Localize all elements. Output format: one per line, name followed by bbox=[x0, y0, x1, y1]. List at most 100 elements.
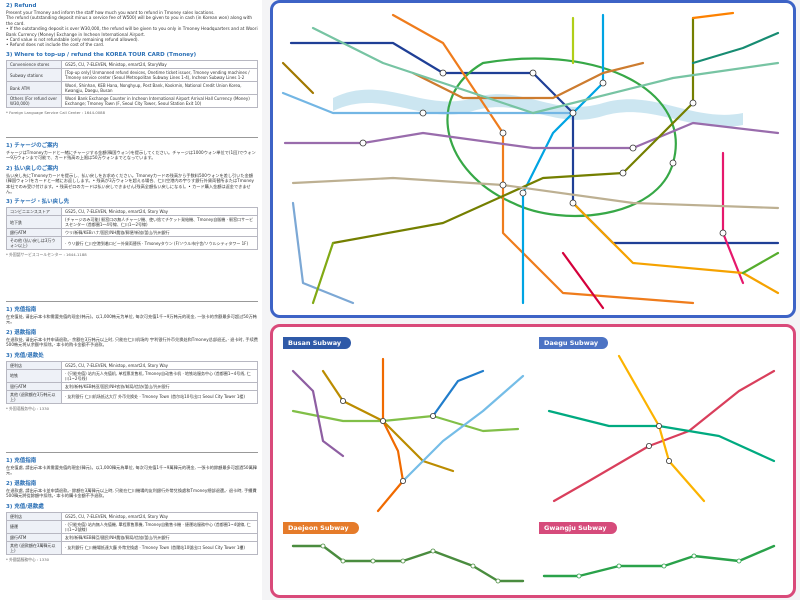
airport-railroad bbox=[281, 91, 575, 115]
transfer-station bbox=[400, 478, 407, 485]
refund-line: The refund (outstanding deposit minus a … bbox=[6, 15, 253, 26]
seoul-subway-map bbox=[281, 11, 780, 310]
info-column: 2) Refund Present your Tmoney and inform… bbox=[0, 0, 262, 600]
incheon-line-1 bbox=[291, 201, 355, 305]
seohae-line bbox=[311, 241, 335, 305]
transfer-station bbox=[429, 413, 436, 420]
line-5 bbox=[283, 121, 780, 150]
table-row: その他 (払い戻しは3万ウォン以上)· ウリ銀行 仁川空港到着ロビー外貨両替所 … bbox=[6, 236, 258, 251]
table-row: Subway stations[Top-up only] Unmanned re… bbox=[6, 68, 258, 82]
line-2 bbox=[446, 57, 677, 218]
daejeon-line-1 bbox=[291, 544, 525, 583]
zh2-heading-locations: 3) 充值/退款處 bbox=[6, 503, 44, 510]
refund-section: 2) Refund Present your Tmoney and inform… bbox=[6, 3, 258, 48]
gyeongui-jungang-line bbox=[311, 26, 780, 115]
jp-heading-charge: 1) チャージのご案内 bbox=[6, 143, 59, 149]
daegu-line-1 bbox=[552, 369, 776, 503]
daegu-title: Daegu Subway bbox=[539, 337, 609, 349]
transfer-station bbox=[499, 181, 507, 189]
zh2-charge-text: 在充值處, 請出示本卡與需要充值的現金(韓元)。以1,000韓元為單位, 每次可… bbox=[6, 465, 257, 476]
zh1-heading-refund: 2) 退款指南 bbox=[6, 329, 37, 336]
refund-line: • If the outstanding deposit is over W30… bbox=[6, 26, 258, 37]
station bbox=[370, 558, 376, 564]
busan-gimhae-lrt bbox=[291, 369, 345, 458]
shinbundang-line bbox=[561, 251, 605, 310]
gyeongchun-line bbox=[691, 31, 780, 65]
transfer-station bbox=[380, 418, 387, 425]
zh1-heading-charge: 1) 充值指南 bbox=[6, 307, 37, 313]
han-river bbox=[333, 89, 743, 127]
seoul-subway-map-panel bbox=[270, 0, 796, 318]
call-center-note: * Foreign Language Service Call Center :… bbox=[6, 110, 106, 115]
zh2-note: * 外國語服務中心 : 1330 bbox=[6, 556, 50, 562]
station bbox=[470, 563, 476, 569]
daejeon-subway-map bbox=[291, 543, 525, 584]
refund-line: Present your Tmoney and inform the staff… bbox=[6, 10, 215, 15]
where-section: 3) Where to top-up / refund the KOREA TO… bbox=[6, 52, 258, 115]
station bbox=[691, 553, 697, 559]
line-4 bbox=[521, 13, 605, 305]
table-row: 地铁· (只能充值) 站内无人充值机, 单程票发售机, Tmoney自动售卡机 … bbox=[6, 368, 258, 383]
jp-charge-text: チャージはTmoneyカードと一緒にチャージする金額(韓国ウォン)を提示してくだ… bbox=[6, 150, 256, 161]
zh1-heading-locations: 3) 充值/退款处 bbox=[6, 352, 44, 359]
divider bbox=[6, 301, 258, 302]
refund-line: • Card value is not refundable (only rem… bbox=[6, 37, 139, 43]
transfer-station bbox=[340, 398, 347, 405]
table-row: 捷運· (只能充值) 站內無人充值機, 單程票售票機, Tmoney自動售卡機 … bbox=[6, 519, 258, 534]
transfer-station bbox=[646, 443, 653, 450]
zh2-heading-refund: 2) 退款指南 bbox=[6, 480, 37, 487]
busan-subway-map bbox=[291, 357, 525, 513]
chinese-simplified-section: 1) 充值指南 在充值处, 请出示本卡和需要充值的现金(韩元)。以1,000韩元… bbox=[6, 305, 258, 412]
transfer-station bbox=[359, 139, 367, 147]
transfer-station bbox=[519, 189, 527, 197]
busan-line-1 bbox=[376, 357, 405, 513]
transfer-station bbox=[666, 458, 673, 465]
donghae-line bbox=[401, 374, 525, 483]
jp-heading-refund: 2) 払い戻しのご案内 bbox=[6, 165, 59, 172]
transfer-station bbox=[719, 229, 727, 237]
station bbox=[320, 543, 326, 549]
jp-note: * 外国語サービスコールセンター : 1644-1188 bbox=[6, 252, 87, 258]
divider bbox=[6, 137, 258, 138]
suin-bundang-line bbox=[571, 201, 780, 295]
zh1-charge-text: 在充值处, 请出示本卡和需要充值的现金(韩元)。以1,000韩元为单位, 每次可… bbox=[6, 314, 257, 325]
line-7 bbox=[331, 16, 695, 245]
transfer-station bbox=[419, 109, 427, 117]
transfer-station bbox=[569, 109, 577, 117]
transfer-station bbox=[499, 129, 507, 137]
jp-refund-text: 払い戻し先にTmoneyカードを提示し、払い戻しをお求めください。Tmoneyカ… bbox=[6, 172, 255, 195]
uijeongbu-line bbox=[691, 11, 735, 20]
zh2-heading-charge: 1) 充值指南 bbox=[6, 458, 37, 464]
table-row: 其他 (退款额在3万韩元以上)· 友利银行 仁川机场抵达大厅 外币兑换处 · T… bbox=[6, 389, 258, 404]
line-6 bbox=[411, 61, 645, 100]
regional-subway-maps-panel: Busan Subway Daegu Subway Daejeon Subway… bbox=[270, 324, 796, 598]
station bbox=[430, 548, 436, 554]
line-8 bbox=[721, 151, 745, 285]
daegu-subway-map bbox=[547, 354, 776, 503]
transfer-station bbox=[629, 144, 637, 152]
transfer-station bbox=[439, 69, 447, 77]
transfer-station bbox=[656, 423, 663, 430]
zh2-refund-text: 在退款處, 請出示本卡並申請退款。· 餘額在3萬韓元以上時, 只能在仁川機場的友… bbox=[6, 487, 257, 499]
station bbox=[400, 558, 406, 564]
transfer-station bbox=[689, 99, 697, 107]
table-row: Others (For refund over W30,000)Woori Ba… bbox=[6, 94, 258, 108]
station bbox=[340, 558, 346, 564]
busan-line-2 bbox=[291, 409, 520, 433]
station bbox=[616, 563, 622, 569]
transfer-station bbox=[619, 169, 627, 177]
refund-line: • Refund does not include the cost of th… bbox=[6, 42, 105, 48]
daejeon-title: Daejeon Subway bbox=[283, 522, 359, 534]
transfer-station bbox=[669, 159, 677, 167]
